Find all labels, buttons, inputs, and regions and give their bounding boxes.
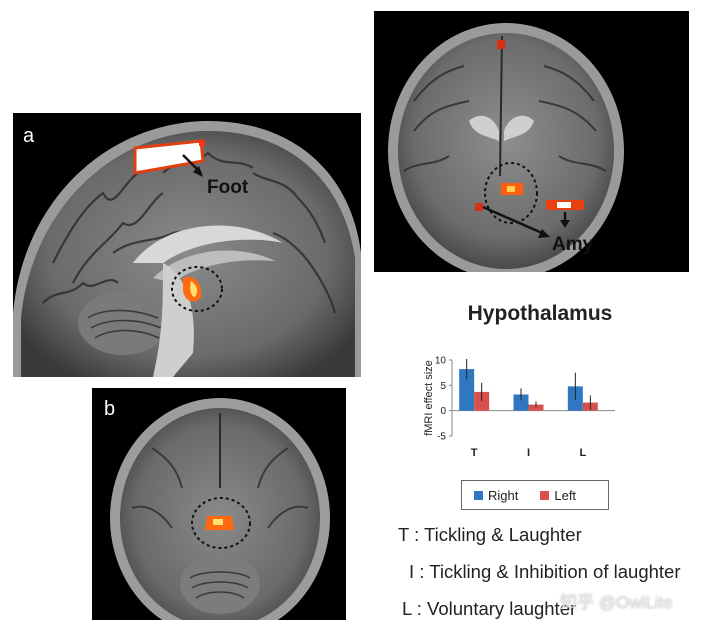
bar-right-t [459, 369, 475, 411]
x-tick-label: T [471, 447, 478, 459]
foot-annotation: Foot [207, 177, 249, 198]
axial-mri-image [110, 398, 330, 620]
chart-title: Hypothalamus [467, 302, 613, 325]
y-tick-label: 0 [440, 406, 446, 417]
y-tick-label: 10 [435, 356, 447, 367]
legend-swatch-left [540, 490, 550, 500]
bar-left-t [474, 391, 490, 411]
y-tick-label: -5 [437, 432, 446, 443]
coronal-mri-image [388, 23, 624, 272]
sagittal-mri-image [13, 120, 361, 377]
legend-item-right: Right [474, 488, 518, 503]
legend-label-left: Left [554, 487, 577, 503]
hypothalamus-bar-chart: fMRI effect size-5 0 5 10T I L [423, 356, 615, 459]
bar-left-i [528, 404, 544, 411]
panel-b-label: b [104, 398, 116, 420]
definition-i: I : Tickling & Inhibition of laughter [409, 561, 681, 582]
legend-label-right: Right [488, 487, 519, 503]
panel-coronal: Amy [374, 11, 689, 272]
watermark: 知乎 @OwlLite [560, 593, 673, 612]
panel-a-sagittal: a Foot [13, 113, 361, 377]
bar-right-i [513, 394, 529, 411]
panel-a-label: a [23, 125, 35, 147]
x-tick-label: I [527, 447, 530, 459]
definition-t: T : Tickling & Laughter [398, 524, 582, 545]
definition-l: L : Voluntary laughter [402, 598, 577, 619]
x-tick-label: L [579, 447, 586, 459]
chart-legend: Right Left [461, 480, 609, 510]
panel-b-axial: b [92, 388, 346, 620]
legend-item-left: Left [540, 488, 576, 503]
y-axis-label: fMRI effect size [423, 360, 435, 436]
legend-swatch-right [474, 490, 483, 500]
y-tick-label: 5 [440, 381, 446, 392]
amy-annotation: Amy [552, 234, 594, 255]
